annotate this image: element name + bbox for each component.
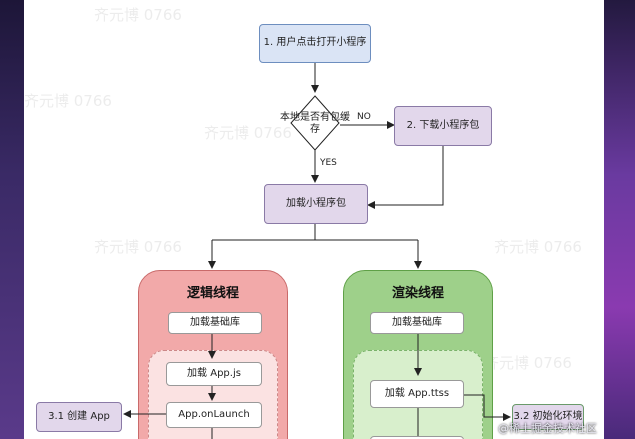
watermark: 齐元博 0766 <box>94 6 182 24</box>
node-user-open: 1. 用户点击打开小程序 <box>259 24 371 63</box>
node-cache-check: 本地是否有包缓存 <box>280 111 350 136</box>
backdrop-left <box>0 0 24 439</box>
render-thread-title: 渲染线程 <box>391 286 444 301</box>
watermark: 齐元博 0766 <box>94 238 182 256</box>
edge-render-init <box>464 394 511 421</box>
diamond-shape <box>290 95 340 151</box>
node-render-load-lib: 加载基础库 <box>370 312 464 334</box>
node-load-pkg: 加载小程序包 <box>264 184 368 224</box>
edges-layer <box>123 63 511 439</box>
watermark: 齐元博 0766 <box>204 124 292 142</box>
edge-load-split <box>212 224 418 241</box>
node-render-load-ttss: 加载 App.ttss <box>370 380 464 408</box>
node-init-env: 3.2 初始化环境 <box>512 404 584 430</box>
backdrop-right <box>604 0 635 439</box>
edge-label-no: NO <box>357 112 371 122</box>
edge-download-load <box>367 146 444 209</box>
node-logic-load-lib: 加载基础库 <box>168 312 262 334</box>
node-logic-load-app: 加载 App.js <box>166 362 262 386</box>
node-create-app: 3.1 创建 App <box>36 402 122 432</box>
logic-thread-title: 逻辑线程 <box>186 286 239 301</box>
node-app-onlaunch: App.onLaunch <box>166 402 262 428</box>
watermark: 齐元博 0766 <box>494 238 582 256</box>
diagram-canvas: 齐元博 0766 齐元博 0766 齐元博 0766 齐元博 0766 齐元博 … <box>24 0 604 439</box>
edge-label-yes: YES <box>320 158 337 168</box>
decision-diamond <box>290 95 340 151</box>
watermark: 齐元博 0766 <box>24 92 112 110</box>
watermark: 齐元博 0766 <box>484 354 572 372</box>
node-download-pkg: 2. 下载小程序包 <box>394 106 492 146</box>
node-render-next <box>370 436 464 439</box>
source-badge: @稀土掘金技术社区 <box>498 422 597 435</box>
